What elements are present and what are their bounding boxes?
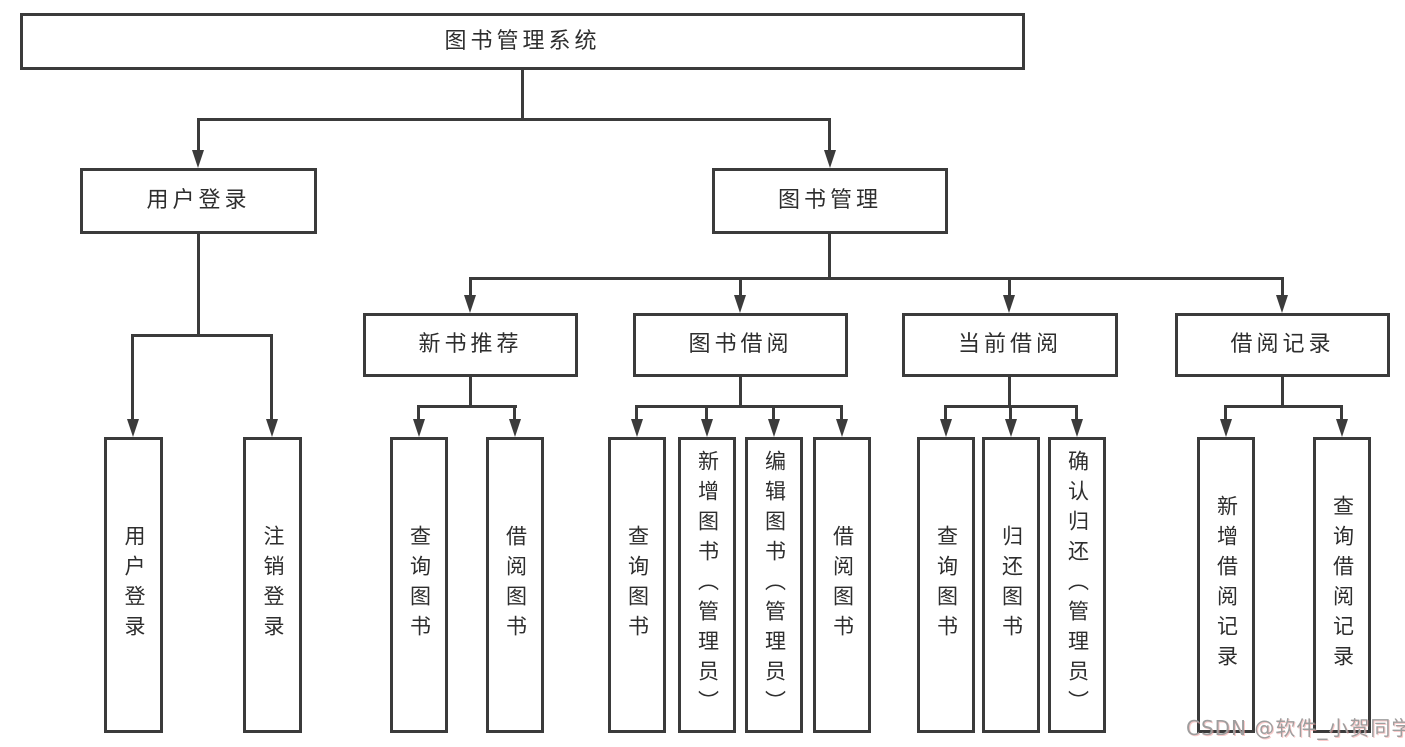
connector-drop-new-book-recommend xyxy=(469,277,472,295)
node-label: 当前借阅 xyxy=(957,332,1062,357)
connector-drop-leaf xyxy=(772,405,775,419)
leaf-edit-books-admin: 编辑图书（管理员） xyxy=(745,437,803,733)
arrow-down-icon xyxy=(1276,295,1288,313)
connector-current-borrowing-stem xyxy=(1008,377,1011,407)
connector-drop-leaf xyxy=(944,405,947,419)
connector-drop-leaf xyxy=(1009,405,1012,419)
arrow-down-icon xyxy=(1336,419,1348,437)
leaf-query-books-borrowing: 查询图书 xyxy=(608,437,666,733)
connector-drop-leaf xyxy=(635,405,638,419)
arrow-down-icon xyxy=(940,419,952,437)
node-book-management: 图书管理 xyxy=(712,168,948,234)
leaf-label: 编辑图书（管理员） xyxy=(762,450,787,720)
node-label: 图书管理系统 xyxy=(444,28,601,54)
node-label: 新书推荐 xyxy=(418,332,523,357)
leaf-user-login: 用户登录 xyxy=(104,437,163,733)
connector-borrowing-records-crossbar xyxy=(1224,405,1343,408)
leaf-borrow-books-recommend: 借阅图书 xyxy=(486,437,544,733)
connector-book-management-crossbar xyxy=(469,277,1284,280)
leaf-label: 借阅图书 xyxy=(830,525,855,645)
leaf-logout: 注销登录 xyxy=(243,437,302,733)
connector-drop-leaf-user-login xyxy=(131,334,134,419)
arrow-down-icon xyxy=(1071,419,1083,437)
leaf-label: 确认归还（管理员） xyxy=(1065,450,1090,720)
connector-drop-book-borrowing xyxy=(739,277,742,295)
connector-drop-leaf xyxy=(705,405,708,419)
connector-drop-leaf xyxy=(513,405,516,419)
leaf-add-borrow-record: 新增借阅记录 xyxy=(1197,437,1255,733)
arrow-down-icon xyxy=(1220,419,1232,437)
connector-drop-leaf-logout xyxy=(270,334,273,419)
arrow-down-icon xyxy=(768,419,780,437)
connector-drop-user-login xyxy=(197,118,200,150)
connector-root-crossbar xyxy=(197,118,830,121)
node-library-management-system: 图书管理系统 xyxy=(20,13,1025,70)
arrow-down-icon xyxy=(464,295,476,313)
leaf-borrow-books: 借阅图书 xyxy=(813,437,871,733)
arrow-down-icon xyxy=(836,419,848,437)
node-label: 用户登录 xyxy=(146,188,251,213)
node-user-login: 用户登录 xyxy=(80,168,317,234)
arrow-down-icon xyxy=(1003,295,1015,313)
leaf-add-books-admin: 新增图书（管理员） xyxy=(678,437,736,733)
arrow-down-icon xyxy=(701,419,713,437)
leaf-label: 查询借阅记录 xyxy=(1330,495,1355,675)
connector-drop-leaf xyxy=(840,405,843,419)
connector-drop-borrowing-records xyxy=(1281,277,1284,295)
arrow-down-icon xyxy=(509,419,521,437)
node-label: 借阅记录 xyxy=(1230,332,1335,357)
leaf-label: 归还图书 xyxy=(999,525,1024,645)
arrow-down-icon xyxy=(266,419,278,437)
connector-drop-leaf xyxy=(1224,405,1227,419)
arrow-down-icon xyxy=(127,419,139,437)
leaf-return-books: 归还图书 xyxy=(982,437,1040,733)
node-new-book-recommend: 新书推荐 xyxy=(363,313,578,377)
leaf-query-borrow-record: 查询借阅记录 xyxy=(1313,437,1371,733)
arrow-down-icon xyxy=(824,150,836,168)
connector-drop-book-management xyxy=(828,118,831,150)
leaf-label: 查询图书 xyxy=(934,525,959,645)
node-label: 图书管理 xyxy=(777,188,882,213)
arrow-down-icon xyxy=(1005,419,1017,437)
leaf-label: 新增借阅记录 xyxy=(1214,495,1239,675)
connector-book-management-stem xyxy=(828,234,831,280)
arrow-down-icon xyxy=(631,419,643,437)
node-current-borrowing: 当前借阅 xyxy=(902,313,1118,377)
connector-borrowing-records-stem xyxy=(1281,377,1284,407)
arrow-down-icon xyxy=(413,419,425,437)
node-borrowing-records: 借阅记录 xyxy=(1175,313,1390,377)
connector-root-stem xyxy=(521,70,524,118)
connector-user-login-crossbar xyxy=(131,334,273,337)
connector-drop-leaf xyxy=(1340,405,1343,419)
leaf-query-books-recommend: 查询图书 xyxy=(390,437,448,733)
leaf-label: 查询图书 xyxy=(625,525,650,645)
connector-drop-leaf xyxy=(417,405,420,419)
csdn-watermark: CSDN @软件_小贺同学 xyxy=(1186,716,1405,740)
node-label: 图书借阅 xyxy=(688,332,793,357)
leaf-label: 查询图书 xyxy=(407,525,432,645)
leaf-label: 借阅图书 xyxy=(503,525,528,645)
leaf-label: 用户登录 xyxy=(122,525,146,645)
connector-book-borrowing-stem xyxy=(739,377,742,407)
connector-user-login-stem xyxy=(197,234,200,337)
arrow-down-icon xyxy=(192,150,204,168)
connector-book-borrowing-crossbar xyxy=(635,405,843,408)
node-book-borrowing: 图书借阅 xyxy=(633,313,848,377)
connector-new-book-recommend-stem xyxy=(469,377,472,407)
connector-new-book-recommend-crossbar xyxy=(417,405,517,408)
connector-drop-leaf xyxy=(1075,405,1078,419)
arrow-down-icon xyxy=(734,295,746,313)
leaf-query-books-current: 查询图书 xyxy=(917,437,975,733)
leaf-label: 注销登录 xyxy=(261,525,285,645)
connector-drop-current-borrowing xyxy=(1008,277,1011,295)
leaf-label: 新增图书（管理员） xyxy=(695,450,720,720)
leaf-confirm-return-admin: 确认归还（管理员） xyxy=(1048,437,1106,733)
